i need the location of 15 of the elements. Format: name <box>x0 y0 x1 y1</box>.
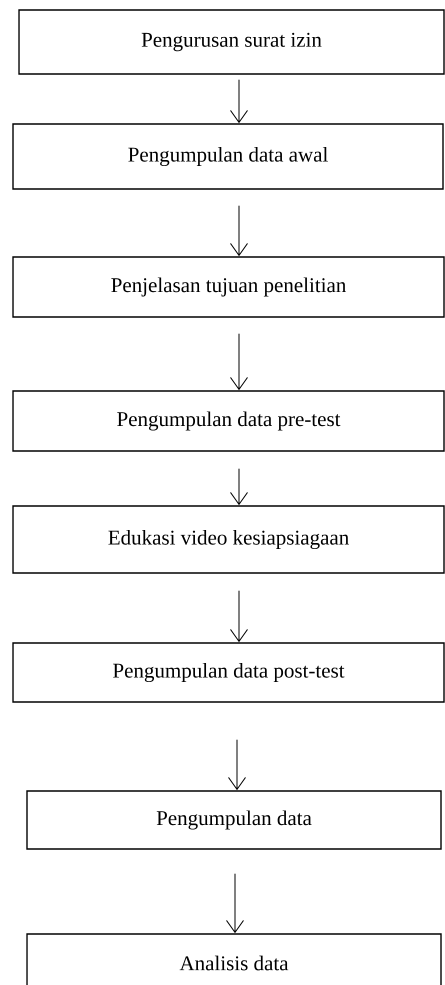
arrow <box>230 79 248 124</box>
process-box: Pengumpulan data pre-test <box>12 390 445 452</box>
process-box: Pengumpulan data awal <box>12 123 444 190</box>
arrow <box>230 590 248 642</box>
process-box: Pengumpulan data <box>26 790 442 850</box>
process-box: Pengurusan surat izin <box>18 9 445 75</box>
process-box: Edukasi video kesiapsiagaan <box>12 505 445 574</box>
arrow <box>230 205 248 256</box>
process-box: Penjelasan tujuan penelitian <box>12 256 445 318</box>
process-box: Analisis data <box>26 933 442 985</box>
arrow <box>226 873 244 934</box>
arrow <box>228 739 246 790</box>
arrow <box>230 468 248 506</box>
arrow <box>230 333 248 390</box>
process-box: Pengumpulan data post-test <box>12 642 445 703</box>
